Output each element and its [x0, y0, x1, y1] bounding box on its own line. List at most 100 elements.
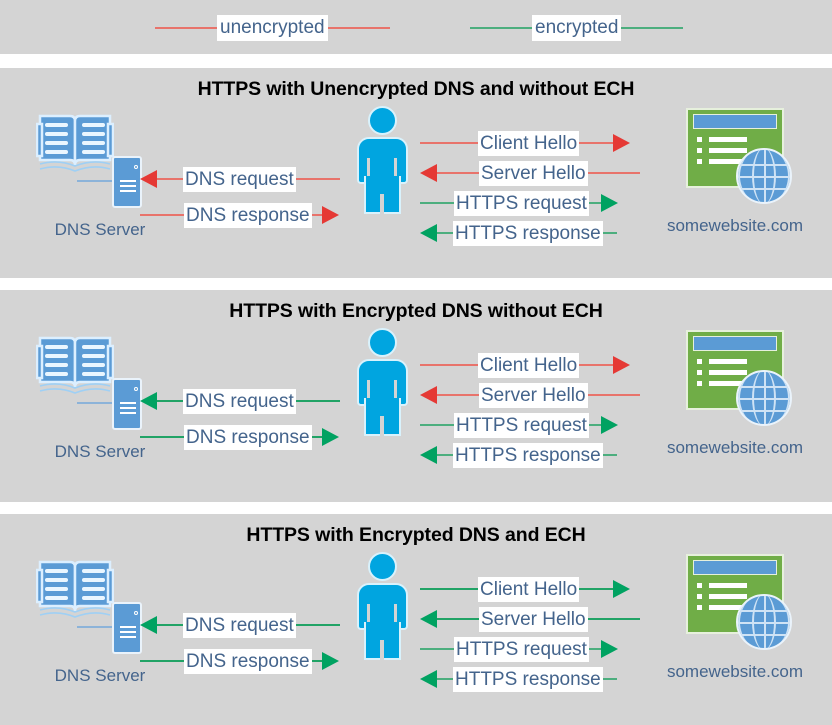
scenario-panel: HTTPS with Encrypted DNS without ECH: [0, 290, 832, 502]
person-leg-gap: [380, 640, 384, 662]
browser-titlebar: [693, 336, 777, 351]
dns-server-actor: DNS Server: [28, 332, 178, 482]
flow-https-response: HTTPS response: [420, 220, 617, 246]
arrow-left-icon: [420, 610, 437, 628]
person-arm-gap-right: [394, 158, 397, 182]
person-head: [368, 106, 397, 135]
flow-client-hello: Client Hello: [420, 130, 631, 156]
flow-https-response: HTTPS response: [420, 442, 617, 468]
server-tower-icon: [112, 602, 142, 654]
legend-item-encrypted: encrypted: [470, 14, 684, 42]
arrow-right-icon: [613, 580, 631, 598]
browser-titlebar: [693, 114, 777, 129]
flow-https-request: HTTPS request: [420, 190, 618, 216]
flow-client-hello: Client Hello: [420, 352, 631, 378]
server-tower-icon: [112, 378, 142, 430]
arrow-left-icon: [420, 164, 437, 182]
flow-label: HTTPS request: [454, 636, 589, 662]
legend: unencrypted encrypted: [0, 0, 832, 54]
arrow-left-icon: [420, 446, 437, 464]
person-arm-gap-left: [367, 158, 370, 182]
encrypted-line-icon: [470, 27, 532, 29]
arrow-left-icon: [140, 170, 157, 188]
person-head: [368, 328, 397, 357]
flow-server-hello: Server Hello: [420, 382, 640, 408]
person-arm-gap-right: [394, 380, 397, 404]
flow-server-hello: Server Hello: [420, 606, 640, 632]
flow-https-response: HTTPS response: [420, 666, 617, 692]
arrow-right-icon: [613, 356, 631, 374]
dns-server-actor: DNS Server: [28, 556, 178, 706]
unencrypted-line-icon: [327, 27, 390, 29]
flow-label: DNS request: [183, 388, 296, 414]
flow-label: DNS response: [184, 424, 312, 450]
flow-label: HTTPS request: [454, 190, 589, 216]
flow-label: HTTPS request: [454, 412, 589, 438]
server-power-dot: [134, 611, 138, 615]
flow-label: Client Hello: [478, 352, 580, 378]
arrow-right-icon: [321, 652, 339, 670]
arrow-right-icon: [321, 206, 339, 224]
legend-label-unencrypted: unencrypted: [217, 15, 328, 41]
scenario-panel: HTTPS with Unencrypted DNS and without E…: [0, 68, 832, 278]
dns-server-book-icon: [36, 560, 114, 618]
flow-dns-response: DNS response: [140, 424, 355, 450]
dns-server-label: DNS Server: [54, 442, 146, 461]
flow-dns-response: DNS response: [140, 648, 355, 674]
website-actor: somewebsite.com: [663, 552, 823, 702]
browser-titlebar: [693, 560, 777, 575]
person-leg-gap: [380, 194, 384, 216]
flow-dns-request: DNS request: [140, 388, 355, 414]
flow-label: HTTPS response: [453, 442, 603, 468]
flow-label: Client Hello: [478, 130, 580, 156]
server-slot-bars: [120, 402, 136, 417]
panel-title: HTTPS with Unencrypted DNS and without E…: [197, 78, 635, 100]
globe-icon: [736, 148, 792, 204]
flow-dns-request: DNS request: [140, 612, 355, 638]
browser-list-rows: [697, 583, 747, 616]
flow-dns-request: DNS request: [140, 166, 355, 192]
flow-https-request: HTTPS request: [420, 636, 618, 662]
flow-label: DNS request: [183, 612, 296, 638]
browser-list-rows: [697, 137, 747, 170]
dns-server-actor: DNS Server: [28, 110, 178, 260]
server-connector-line: [77, 402, 113, 404]
dns-server-book-icon: [36, 114, 114, 172]
person-arm-gap-right: [394, 604, 397, 628]
arrow-right-icon: [613, 134, 631, 152]
encrypted-line-icon: [621, 27, 684, 29]
panel-title: HTTPS with Encrypted DNS and ECH: [246, 524, 586, 546]
unencrypted-line-icon: [155, 27, 217, 29]
server-power-dot: [134, 165, 138, 169]
arrow-left-icon: [420, 670, 437, 688]
server-power-dot: [134, 387, 138, 391]
person-arm-gap-left: [367, 380, 370, 404]
flow-label: Server Hello: [479, 382, 588, 408]
flow-label: HTTPS response: [453, 220, 603, 246]
server-connector-line: [77, 626, 113, 628]
arrow-right-icon: [321, 428, 339, 446]
flow-label: DNS response: [184, 648, 312, 674]
flow-label: Server Hello: [479, 160, 588, 186]
flow-label: DNS response: [184, 202, 312, 228]
legend-label-encrypted: encrypted: [532, 15, 622, 41]
person-arm-gap-left: [367, 604, 370, 628]
client-person-icon: [352, 106, 412, 216]
browser-list-rows: [697, 359, 747, 392]
arrow-left-icon: [420, 386, 437, 404]
client-person-icon: [352, 328, 412, 438]
website-label: somewebsite.com: [666, 438, 804, 457]
flow-label: Server Hello: [479, 606, 588, 632]
flow-client-hello: Client Hello: [420, 576, 631, 602]
arrow-left-icon: [420, 224, 437, 242]
arrow-left-icon: [140, 616, 157, 634]
website-label: somewebsite.com: [666, 662, 804, 681]
flow-https-request: HTTPS request: [420, 412, 618, 438]
website-actor: somewebsite.com: [663, 328, 823, 478]
dns-server-label: DNS Server: [54, 220, 146, 239]
legend-item-unencrypted: unencrypted: [155, 14, 390, 42]
globe-icon: [736, 594, 792, 650]
arrow-right-icon: [600, 640, 618, 658]
website-actor: somewebsite.com: [663, 106, 823, 256]
